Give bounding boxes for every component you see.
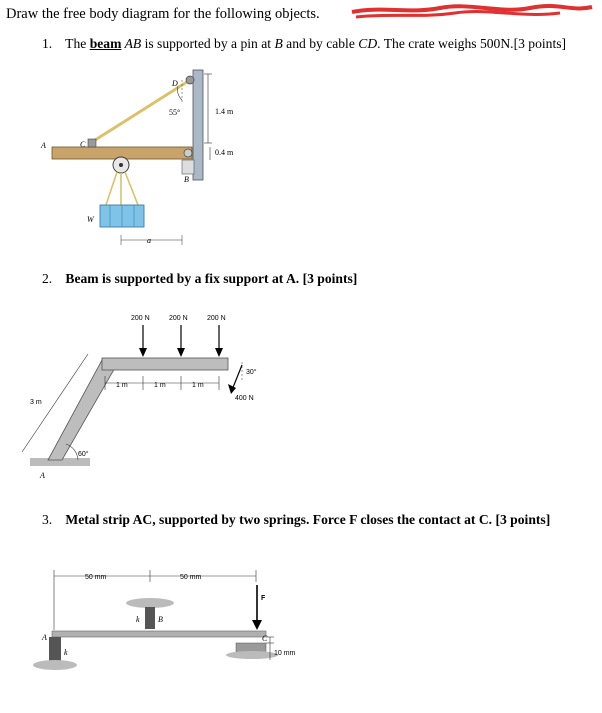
question-2: 2. Beam is supported by a fix support at… — [42, 271, 358, 286]
load-200n-2: 200 N — [169, 315, 188, 322]
spacing-1m-2: 1 m — [154, 382, 166, 389]
label-a-dim: a — [147, 236, 151, 245]
spacing-1m-1: 1 m — [116, 382, 128, 389]
label-k1: k — [136, 615, 140, 624]
label-1-4m: 1.4 m — [215, 107, 234, 116]
label-a3: A — [41, 633, 47, 642]
horizontal-member — [101, 357, 229, 371]
label-angle-55: 55° — [169, 108, 180, 117]
dim-50mm-2: 50 mm — [180, 574, 202, 581]
load-400n: 400 N — [235, 395, 254, 402]
ground — [30, 458, 90, 466]
ceiling-block — [126, 598, 174, 608]
load-200n-3: 200 N — [207, 315, 226, 322]
spacing-1m-3: 1 m — [192, 382, 204, 389]
spring-b — [145, 607, 155, 629]
label-a: A — [40, 141, 46, 150]
label-b: B — [184, 175, 189, 184]
angle-60: 60° — [78, 450, 89, 458]
metal-strip — [51, 630, 267, 638]
dim-50mm-1: 50 mm — [85, 574, 107, 581]
spring-a — [49, 637, 61, 663]
column — [192, 69, 204, 181]
label-d: D — [171, 79, 178, 88]
label-0-4m: 0.4 m — [215, 148, 234, 157]
load-200n-1: 200 N — [131, 315, 150, 322]
label-k2: k — [64, 648, 68, 657]
length-3m: 3 m — [30, 399, 42, 406]
worksheet-heading: Draw the free body diagram for the follo… — [6, 6, 320, 22]
question-3: 3. Metal strip AC, supported by two spri… — [42, 512, 551, 527]
angle-30: 30° — [246, 368, 257, 376]
pin-b — [183, 148, 193, 158]
cable-cd — [91, 78, 191, 144]
question-1: 1. The beam AB is supported by a pin at … — [42, 36, 567, 51]
label-f: F — [261, 595, 266, 602]
label-b3: B — [158, 615, 163, 624]
label-w: W — [87, 215, 95, 224]
label-c3: C — [262, 634, 268, 643]
label-c: C — [80, 140, 86, 149]
support-a: A — [39, 471, 45, 480]
dim-10mm: 10 mm — [274, 650, 296, 657]
contact-c — [235, 642, 267, 653]
